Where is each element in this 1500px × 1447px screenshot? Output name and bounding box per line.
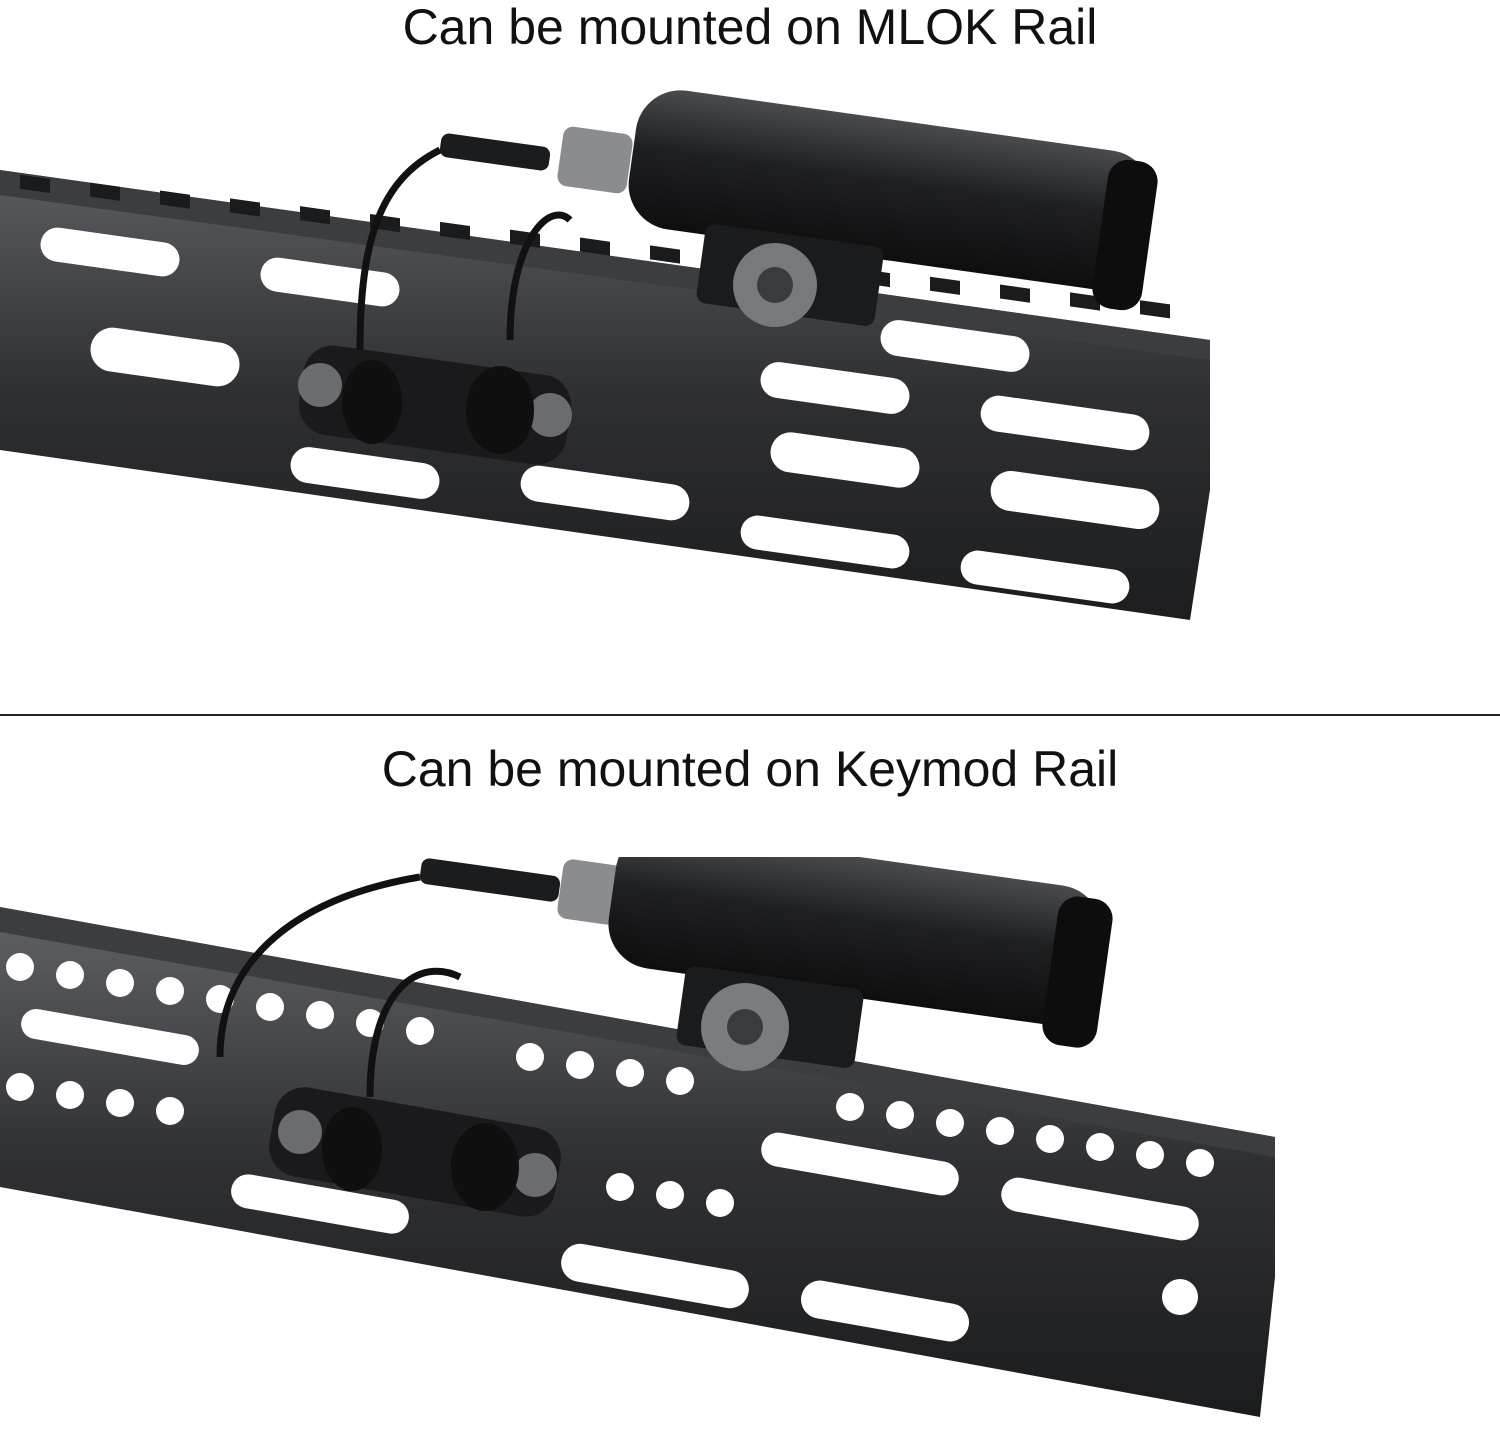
mlok-photo: [0, 90, 1210, 620]
mlok-pressure-switch: [298, 345, 572, 465]
keymod-cable: [216, 873, 421, 1058]
mlok-panel: Can be mounted on MLOK Rail: [0, 0, 1500, 715]
keymod-weapon-light: [419, 857, 1113, 1071]
keymod-handguard: [0, 907, 1275, 1417]
mlok-cable: [356, 146, 442, 351]
keymod-pressure-switch: [269, 1087, 561, 1217]
mlok-weapon-light: [439, 90, 1158, 327]
keymod-panel: Can be mounted on Keymod Rail: [0, 717, 1500, 1447]
panel-divider: [0, 714, 1500, 716]
keymod-caption: Can be mounted on Keymod Rail: [381, 741, 1119, 797]
mlok-caption: Can be mounted on MLOK Rail: [402, 0, 1098, 55]
keymod-photo: [0, 857, 1275, 1417]
mlok-handguard: [0, 170, 1210, 620]
